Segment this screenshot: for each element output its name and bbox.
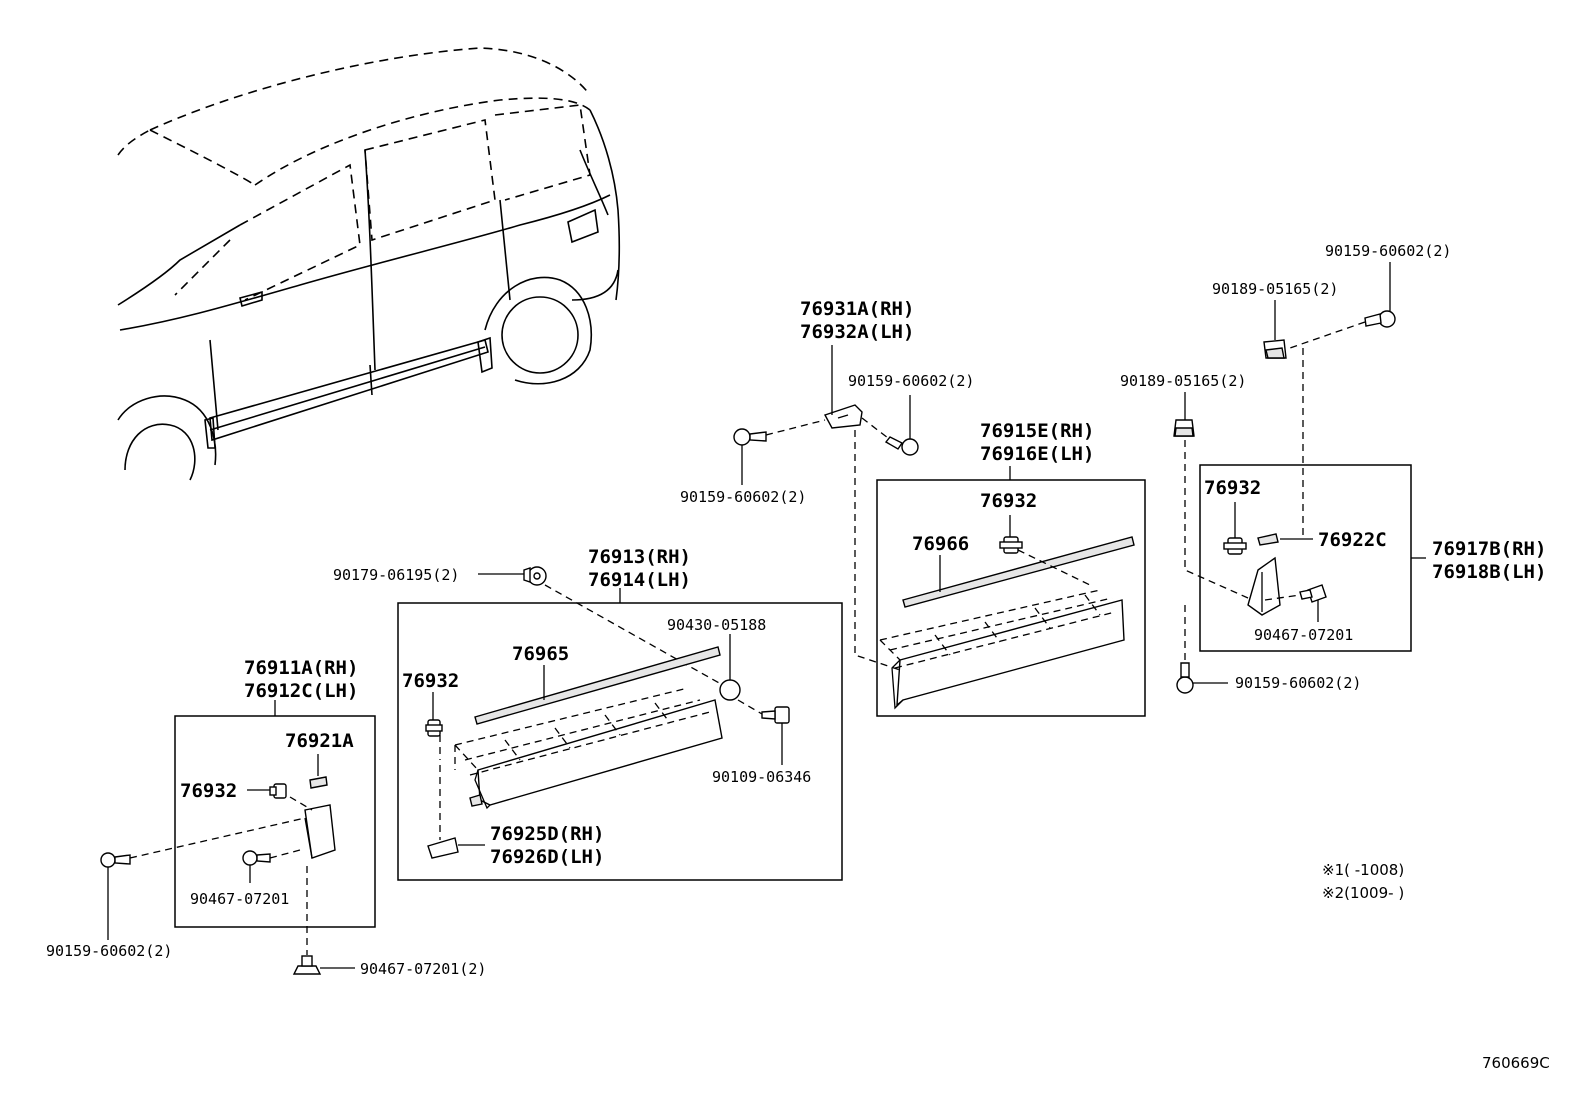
part-labels: 76931A(RH) 76932A(LH) 90159-60602(2) 901…	[46, 242, 1550, 1072]
part-90159-front-bolt	[100, 852, 131, 940]
part-90179-nut	[478, 566, 547, 586]
part-76932-middle-clip	[425, 692, 443, 737]
label-76922c: 76922C	[1318, 529, 1387, 551]
part-76932-rear-clip	[999, 515, 1023, 554]
part-90109-bolt	[761, 706, 790, 765]
label-76966: 76966	[912, 533, 969, 555]
part-front-mudguard	[304, 804, 336, 859]
part-76931a-bracket	[823, 345, 863, 429]
label-90189-top: 90189-05165(2)	[1212, 280, 1338, 298]
label-76917b: 76917B(RH)	[1432, 538, 1546, 560]
label-90467-rear: 90467-07201	[1254, 626, 1353, 644]
part-76932-rearend-clip	[1223, 502, 1247, 555]
part-90159-bracket-bolt-right	[884, 395, 919, 456]
part-76966-strip	[902, 536, 1135, 608]
part-90467-bottom-clip	[292, 955, 355, 975]
label-90467-front: 90467-07201	[190, 890, 289, 908]
part-90467-front-screw	[242, 850, 271, 883]
label-90467-bottom: 90467-07201(2)	[360, 960, 486, 978]
label-76965: 76965	[512, 643, 569, 665]
part-76925d-endcap	[427, 837, 459, 859]
vehicle-illustration	[117, 47, 621, 481]
label-76932-rearend: 76932	[1204, 477, 1261, 499]
label-76921a: 76921A	[285, 730, 354, 752]
label-76932-middle: 76932	[402, 670, 459, 692]
label-90189-side: 90189-05165(2)	[1120, 372, 1246, 390]
label-90109: 90109-06346	[712, 768, 811, 786]
label-76932-rear: 76932	[980, 490, 1037, 512]
label-76932-front: 76932	[180, 780, 237, 802]
label-76913: 76913(RH)	[588, 546, 691, 568]
part-76922c	[1257, 533, 1279, 546]
label-76911a: 76911A(RH)	[244, 657, 358, 679]
label-90430: 90430-05188	[667, 616, 766, 634]
note-1: ※1( -1008)	[1322, 861, 1404, 879]
note-2: ※2(1009- )	[1322, 884, 1404, 902]
label-90159-top: 90159-60602(2)	[1325, 242, 1451, 260]
part-76921a	[309, 776, 328, 789]
diagram-id: 760669C	[1482, 1054, 1550, 1072]
label-76915e: 76915E(RH)	[980, 420, 1094, 442]
label-76912c: 76912C(LH)	[244, 680, 358, 702]
label-90179: 90179-06195(2)	[333, 566, 459, 584]
part-90159-bottom-bolt	[1176, 662, 1228, 694]
label-76916e: 76916E(LH)	[980, 443, 1094, 465]
part-76932-front-clip	[247, 783, 287, 799]
part-76965-strip	[474, 646, 721, 725]
label-76918b: 76918B(LH)	[1432, 561, 1546, 583]
part-90430-washer	[719, 634, 741, 701]
label-76914: 76914(LH)	[588, 569, 691, 591]
label-76925d: 76925D(RH)	[490, 823, 604, 845]
label-90159-bottom: 90159-60602(2)	[1235, 674, 1361, 692]
part-90159-bracket-bolt-left	[733, 428, 767, 485]
group-box-rear	[876, 479, 1146, 717]
part-90467-rear-screw	[1299, 584, 1327, 622]
label-76932a: 76932A(LH)	[800, 321, 914, 343]
label-90159-front: 90159-60602(2)	[46, 942, 172, 960]
label-76926d: 76926D(LH)	[490, 846, 604, 868]
label-90159-bracket-left: 90159-60602(2)	[680, 488, 806, 506]
part-90189-top-clip	[1263, 300, 1287, 359]
part-90189-side-clip	[1173, 392, 1195, 437]
part-76917b-guard	[1247, 556, 1281, 616]
label-90159-bracket-right: 90159-60602(2)	[848, 372, 974, 390]
part-76915e-molding	[896, 599, 1125, 707]
label-76931a: 76931A(RH)	[800, 298, 914, 320]
part-90159-top-bolt	[1364, 262, 1396, 328]
